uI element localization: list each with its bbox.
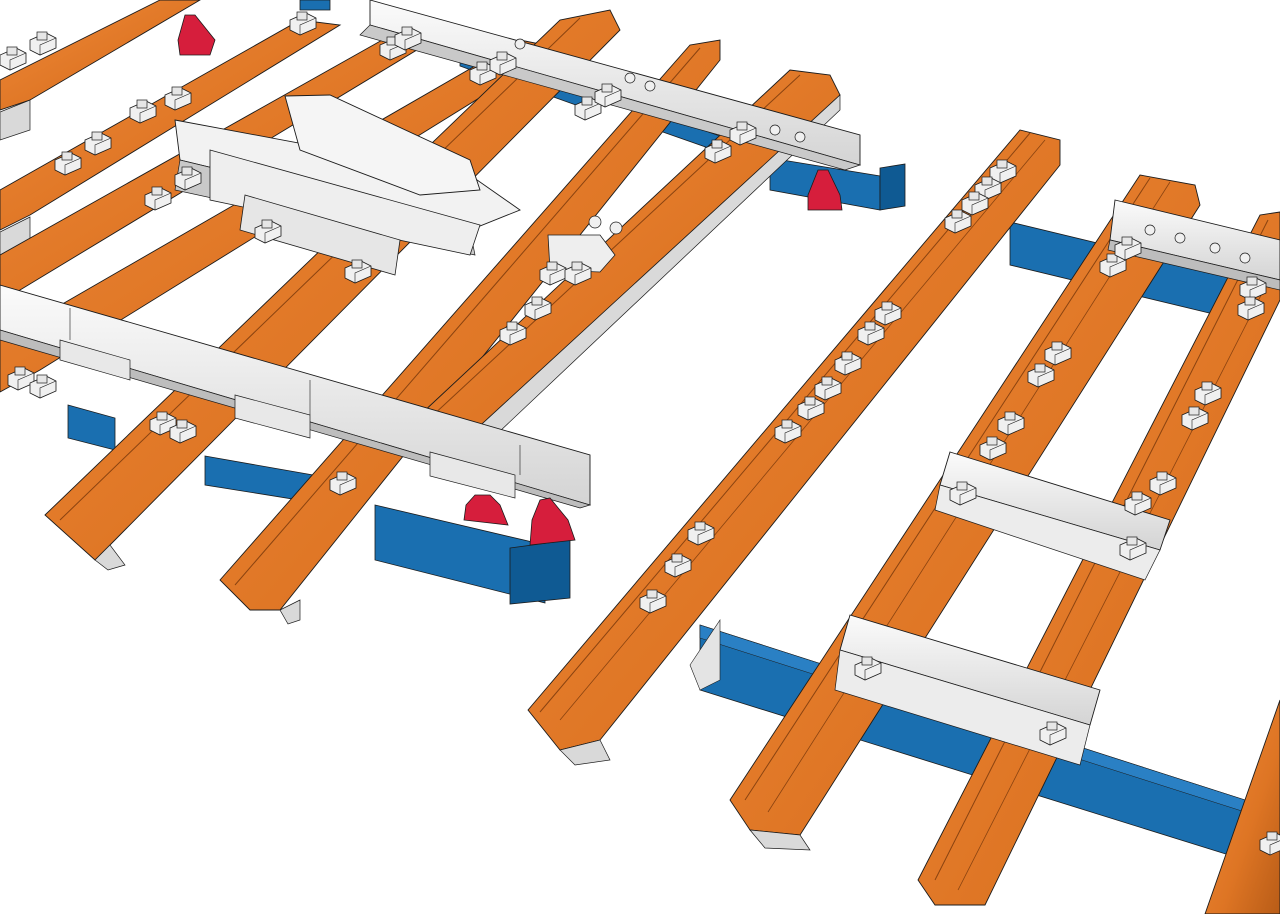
- rail-base: [559, 739, 611, 766]
- bolt: [1144, 224, 1156, 236]
- rail-base: [749, 829, 811, 851]
- sleeper[interactable]: [374, 504, 546, 604]
- rail-head-line: [234, 47, 701, 586]
- sleeper-end[interactable]: [509, 539, 571, 605]
- fastener-clip-icon[interactable]: [0, 46, 27, 71]
- rail-base: [0, 99, 31, 141]
- bolt: [1174, 232, 1186, 244]
- front-connector-beam[interactable]: [0, 284, 592, 509]
- bolt: [1209, 242, 1221, 254]
- cross-connector[interactable]: [1107, 199, 1280, 291]
- beam-block: [234, 394, 311, 439]
- bolt: [624, 72, 636, 84]
- lower-right-track: [527, 129, 1280, 914]
- rail[interactable]: [1204, 699, 1280, 914]
- support-blocks: [177, 14, 843, 546]
- support-block-icon[interactable]: [177, 14, 216, 56]
- sleeper-end[interactable]: [879, 163, 906, 211]
- rail-web: [689, 619, 721, 691]
- rail[interactable]: [0, 0, 201, 111]
- cross-connector[interactable]: [834, 614, 1101, 766]
- bolt: [644, 80, 656, 92]
- bolt: [609, 221, 623, 235]
- support-block-icon[interactable]: [463, 494, 509, 526]
- rail-base: [279, 599, 301, 625]
- support-block-icon[interactable]: [529, 497, 576, 546]
- cross-connector[interactable]: [934, 451, 1171, 581]
- bolt: [769, 124, 781, 136]
- support-block-icon[interactable]: [807, 169, 843, 211]
- beam-block: [59, 339, 131, 381]
- bolt: [794, 131, 806, 143]
- bolt: [588, 215, 602, 229]
- rail-head-line: [559, 139, 1046, 721]
- rail[interactable]: [219, 39, 721, 611]
- rail[interactable]: [0, 19, 342, 231]
- switch-assembly[interactable]: [174, 94, 623, 276]
- bolt: [1239, 252, 1251, 264]
- sleeper[interactable]: [299, 0, 331, 11]
- upper-left-track: [0, 0, 906, 625]
- rail-head-line: [59, 17, 581, 521]
- rail-head-line: [957, 257, 1280, 891]
- beam-block: [429, 451, 516, 499]
- sleeper[interactable]: [67, 404, 116, 451]
- fastener-clip-icon[interactable]: [29, 31, 57, 56]
- rail-base: [94, 544, 126, 571]
- bolt: [514, 38, 526, 50]
